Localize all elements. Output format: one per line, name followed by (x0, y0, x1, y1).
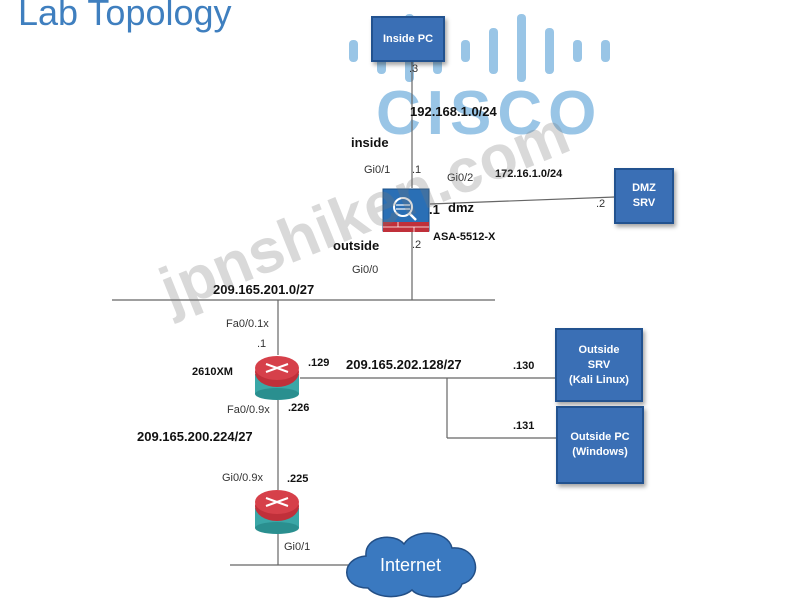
outside-pc-label-line2: (Windows) (572, 446, 628, 458)
router1-model-label: 2610XM (192, 366, 233, 378)
inside-zone-label: inside (351, 135, 389, 150)
outside-pc-ip: .131 (513, 420, 535, 432)
dmz-server: DMZ SRV (614, 168, 674, 224)
outside-server-ip: .130 (513, 360, 535, 372)
outside-server-label-line2: SRV (587, 358, 611, 371)
asa-gi01-label: Gi0/1 (364, 164, 391, 176)
inside-pc: Inside PC (371, 16, 445, 62)
asa-gi02-label: Gi0/2 (447, 172, 474, 184)
r1-226-ip: .226 (288, 402, 310, 414)
outside-pc: Outside PC (Windows) (556, 406, 644, 484)
dmz-network-label: 172.16.1.0/24 (495, 168, 563, 180)
inside-pc-label: Inside PC (382, 32, 434, 45)
outside-server-label-line3: (Kali Linux) (569, 373, 629, 386)
diagram-title: Lab Topology (18, 0, 232, 33)
inside-pc-ip: .3 (409, 63, 419, 75)
router2-icon (255, 490, 299, 534)
asa-outside-ip: .2 (412, 239, 422, 251)
r1-fa01x-label: Fa0/0.1x (226, 318, 269, 330)
r2-gi09x-label: Gi0/0.9x (222, 472, 263, 484)
r1-129-ip: .129 (308, 357, 330, 369)
cisco-logo-text: CISCO (376, 79, 603, 148)
router1-icon (255, 356, 299, 400)
asa-firewall-icon (382, 188, 430, 232)
net-202-label: 209.165.202.128/27 (346, 357, 462, 372)
net-200-label: 209.165.200.224/27 (137, 429, 253, 444)
asa-inside-ip: .1 (412, 164, 422, 176)
dmz-server-label-line1: DMZ (632, 182, 656, 194)
outside-server-label-line1: Outside (578, 343, 620, 356)
internet-cloud-icon (346, 532, 477, 598)
outside-zone-label: outside (333, 238, 380, 253)
r2-gi01-label: Gi0/1 (284, 541, 311, 553)
dmz-server-ip: .2 (596, 198, 606, 210)
outside-network-label: 209.165.201.0/27 (213, 282, 315, 297)
r1-top-ip: .1 (257, 338, 267, 350)
inside-network-label: 192.168.1.0/24 (410, 104, 497, 119)
outside-pc-label-line1: Outside PC (570, 431, 630, 443)
asa-dmz-ip: .1 (429, 202, 440, 217)
dmz-zone-label: dmz (448, 200, 474, 215)
dmz-server-label-line2: SRV (632, 197, 656, 209)
link-asa-dmz (429, 196, 616, 205)
outside-server: Outside SRV (Kali Linux) (555, 328, 643, 402)
asa-gi00-label: Gi0/0 (352, 264, 379, 276)
r1-fa09x-label: Fa0/0.9x (227, 404, 270, 416)
asa-model-label: ASA-5512-X (433, 231, 496, 243)
internet-label: Internet (380, 555, 442, 575)
r2-225-ip: .225 (287, 473, 309, 485)
